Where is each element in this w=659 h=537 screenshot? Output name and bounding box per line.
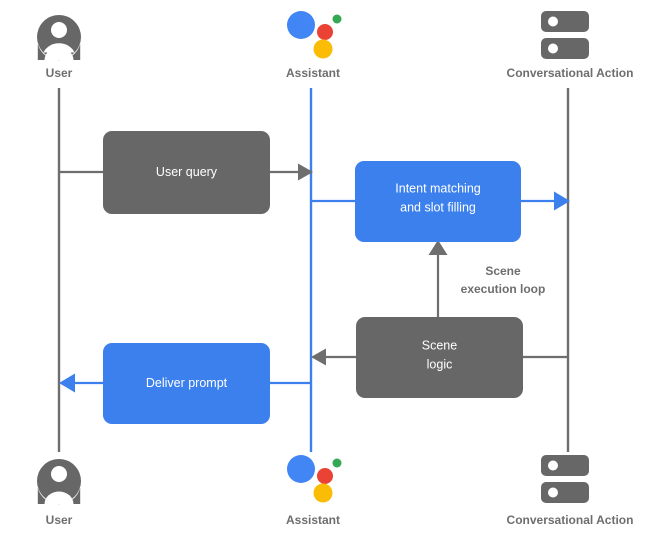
actor-label-conversational-action-top: Conversational Action	[507, 66, 634, 80]
scene-execution-loop-line1: Scene	[485, 264, 521, 278]
annotation-scene-execution-loop: Scene execution loop	[461, 264, 546, 296]
node-user-query[interactable]: User query	[103, 131, 270, 214]
arrowhead-user-query-to-assistant	[298, 163, 313, 181]
node-intent-matching-label-line2: and slot filling	[400, 200, 476, 214]
actor-label-assistant-top: Assistant	[286, 66, 340, 80]
scene-execution-loop-line2: execution loop	[461, 282, 546, 296]
google-assistant-icon	[287, 455, 342, 503]
actor-label-assistant-bottom: Assistant	[286, 513, 340, 527]
node-user-query-label: User query	[156, 165, 218, 179]
arrowhead-intent-matching-to-action	[554, 191, 570, 211]
actor-label-user-bottom: User	[46, 513, 73, 527]
node-scene-logic-label-line1: Scene	[422, 338, 457, 352]
node-intent-matching[interactable]: Intent matching and slot filling	[355, 161, 521, 242]
node-intent-matching-label-line1: Intent matching	[395, 181, 481, 195]
google-assistant-icon	[287, 11, 342, 59]
server-stack-icon	[541, 455, 589, 503]
user-avatar-icon	[37, 15, 81, 61]
node-scene-logic[interactable]: Scene logic	[356, 317, 523, 398]
node-scene-logic-label-line2: logic	[427, 357, 453, 371]
arrowhead-scene-logic-to-intent-matching	[428, 240, 448, 255]
arrowhead-scene-logic-to-assistant	[311, 348, 326, 366]
node-deliver-prompt[interactable]: Deliver prompt	[103, 343, 270, 424]
actor-label-conversational-action-bottom: Conversational Action	[507, 513, 634, 527]
user-avatar-icon	[37, 459, 81, 505]
actor-label-user-top: User	[46, 66, 73, 80]
arrowhead-deliver-prompt-to-user	[59, 373, 75, 393]
server-stack-icon	[541, 11, 589, 59]
node-deliver-prompt-label: Deliver prompt	[146, 376, 228, 390]
